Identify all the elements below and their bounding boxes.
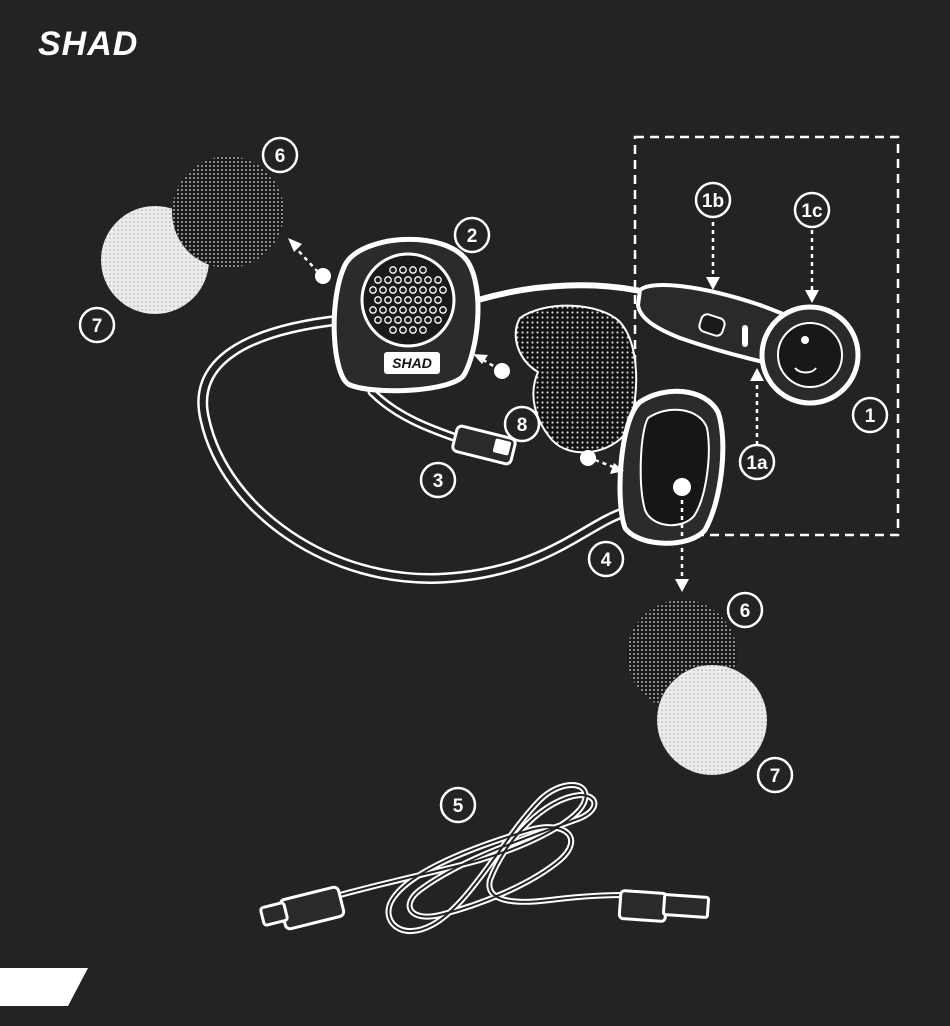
grill-hole	[425, 277, 431, 283]
grill-hole	[385, 297, 391, 303]
callout-1c: 1c	[795, 193, 829, 227]
grill-hole	[395, 317, 401, 323]
grill-hole	[435, 297, 441, 303]
grill-hole	[400, 327, 406, 333]
svg-text:6: 6	[275, 146, 286, 167]
grill-hole	[425, 297, 431, 303]
callout-7-bottom: 7	[758, 758, 792, 792]
grill-hole	[400, 287, 406, 293]
foam-cover-light-bottom	[657, 665, 767, 775]
grill-hole	[370, 287, 376, 293]
svg-text:1: 1	[865, 406, 876, 427]
grill-hole	[385, 317, 391, 323]
callout-2: 2	[455, 218, 489, 252]
grill-hole	[390, 327, 396, 333]
usb-tip-right	[663, 894, 708, 917]
grill-hole	[375, 317, 381, 323]
svg-text:6: 6	[740, 601, 751, 622]
svg-text:5: 5	[453, 796, 464, 817]
callout-8: 8	[505, 407, 539, 441]
grill-hole	[410, 327, 416, 333]
grill-hole	[380, 307, 386, 313]
grill-hole	[415, 317, 421, 323]
connector-cable	[372, 392, 462, 440]
callout-7-top: 7	[80, 308, 114, 342]
control-cable	[478, 285, 645, 300]
grill-hole	[405, 297, 411, 303]
svg-text:1c: 1c	[801, 201, 823, 222]
callout-3: 3	[421, 463, 455, 497]
grill-hole	[400, 267, 406, 273]
svg-text:1a: 1a	[746, 453, 768, 474]
svg-text:1b: 1b	[702, 191, 724, 212]
grill-hole	[400, 307, 406, 313]
svg-text:2: 2	[467, 226, 478, 247]
svg-text:7: 7	[92, 316, 103, 337]
grill-hole	[380, 287, 386, 293]
svg-text:3: 3	[433, 471, 444, 492]
grill-hole	[425, 317, 431, 323]
grill-hole	[435, 317, 441, 323]
callout-5: 5	[441, 788, 475, 822]
callout-4: 4	[589, 542, 623, 576]
usb-plug-left	[279, 886, 344, 930]
usb-plug-right	[619, 890, 667, 921]
grill-hole	[430, 307, 436, 313]
grill-hole	[405, 317, 411, 323]
grill-hole	[390, 307, 396, 313]
grill-hole	[395, 277, 401, 283]
grill-hole	[430, 287, 436, 293]
grill-hole	[390, 267, 396, 273]
grill-hole	[405, 277, 411, 283]
grill-hole	[420, 287, 426, 293]
grill-hole	[370, 307, 376, 313]
grill-hole	[390, 287, 396, 293]
callout-1a: 1a	[740, 445, 774, 479]
grill-hole	[385, 277, 391, 283]
grill-hole	[415, 297, 421, 303]
shad-logo: SHAD	[38, 25, 138, 63]
control-led-slot	[742, 325, 748, 347]
grill-hole	[420, 327, 426, 333]
grill-hole	[395, 297, 401, 303]
usb-tip-left	[260, 902, 288, 925]
shad-badge-text: SHAD	[392, 355, 432, 371]
svg-text:8: 8	[517, 415, 528, 436]
callout-1b: 1b	[696, 183, 730, 217]
grill-hole	[375, 297, 381, 303]
speaker-right	[620, 391, 723, 543]
grill-hole	[440, 287, 446, 293]
usb-cable	[260, 785, 708, 931]
grill-hole	[410, 287, 416, 293]
callout-6-top: 6	[263, 138, 297, 172]
grill-hole	[410, 307, 416, 313]
svg-text:4: 4	[601, 550, 612, 571]
callout-6-bottom: 6	[728, 593, 762, 627]
grill-hole	[435, 277, 441, 283]
grill-hole	[420, 307, 426, 313]
page-tab	[0, 968, 88, 1006]
foam-cover-dark-top	[172, 156, 284, 268]
speaker-left: SHAD	[334, 239, 478, 390]
grill-hole	[375, 277, 381, 283]
svg-text:7: 7	[770, 766, 781, 787]
callout-1: 1	[853, 398, 887, 432]
grill-hole	[410, 267, 416, 273]
grill-hole	[415, 277, 421, 283]
control-unit	[638, 285, 858, 403]
grill-hole	[440, 307, 446, 313]
grill-hole	[420, 267, 426, 273]
